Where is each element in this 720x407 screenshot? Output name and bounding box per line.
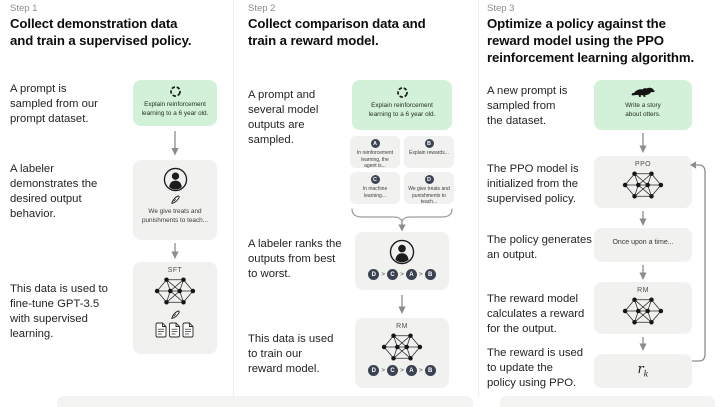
output-text: In machine learning... [362,186,388,199]
down-arrow-icon [639,337,647,351]
cutoff-card [500,396,715,407]
step2-rm-box: RM D > C > A > B [355,318,449,388]
step3-title: Optimize a policy against the reward mod… [487,16,695,65]
step2-label: Step 2 [248,3,276,14]
output-card-d: D We give treats and punishments to teac… [404,172,454,204]
greater-than: > [418,271,423,278]
greater-than: > [381,271,386,278]
output-card-a: A In reinforcement learning, the agent i… [350,136,400,168]
rank-badge: C [387,269,399,280]
sample-cycle-icon [396,86,409,99]
step1-caption-finetune: This data is used to fine-tune GPT-3.5 w… [10,283,108,341]
output-card-c: C In machine learning... [350,172,400,204]
rank-badge: B [424,365,436,376]
down-arrow-icon [171,131,179,156]
output-text: We give treats and punishments to teach.… [408,186,450,204]
step3-label: Step 3 [487,3,515,14]
brace-icon [351,208,453,222]
step1-caption-labeler: A labeler demonstrates the desired outpu… [10,163,98,221]
step3-output-box: Once upon a time... [594,228,692,262]
ranking: D > C > A > B [368,269,436,280]
pen-icon [170,309,181,320]
down-arrow-icon [639,211,647,226]
step1-title: Collect demonstration data and train a s… [10,16,192,48]
step2-caption-train: This data is used to train our reward mo… [248,333,334,376]
step2-labeler-box: D > C > A > B [355,232,449,290]
sft-model-label: SFT [167,267,183,274]
step3-reward-box: rk [594,354,692,388]
output-letter-badge: D [424,175,434,184]
output-text: In reinforcement learning, the agent is.… [356,150,394,168]
pen-icon [170,194,181,205]
step1-prompt-box: Explain reinforcement learning to a 6 ye… [133,80,217,126]
step3-caption-reward: The reward model calculates a reward for… [487,293,585,336]
reward-value: rk [637,362,649,379]
labeler-person-icon [389,239,415,265]
step1-labeler-box: We give treats and punishments to teach.… [133,160,217,240]
rm-model-label: RM [637,287,649,294]
otter-icon [631,86,655,99]
down-arrow-icon [639,133,647,153]
column-divider [233,0,234,396]
greater-than: > [381,367,386,374]
output-card-b: B Explain rewards... [404,136,454,168]
output-letter-badge: B [424,139,434,148]
ppo-model-label: PPO [635,161,651,168]
greater-than: > [400,271,404,278]
rank-badge: D [368,365,380,376]
feedback-loop-arrow [690,161,706,362]
greater-than: > [418,367,423,374]
labeler-person-icon [163,167,188,192]
greater-than: > [400,367,404,374]
rank-badge: C [387,365,399,376]
cutoff-card [57,396,473,407]
down-arrow-icon [398,295,406,314]
step3-caption-update: The reward is used to update the policy … [487,347,584,390]
step3-caption-prompt: A new prompt is sampled from the dataset… [487,85,568,128]
step1-prompt-text: Explain reinforcement learning to a 6 ye… [141,101,209,117]
step3-prompt-box: Write a story about otters. [594,80,692,130]
rank-badge: B [424,269,436,280]
rank-badge: A [405,365,417,376]
step3-rm-box: RM [594,282,692,334]
column-divider [478,0,479,396]
output-letter-badge: A [370,139,380,148]
neural-network-icon [621,169,665,201]
step3-ppo-box: PPO [594,156,692,208]
rank-badge: A [405,269,417,280]
step2-prompt-text: Explain reinforcement learning to a 6 ye… [368,102,436,118]
step2-title: Collect comparison data and train a rewa… [248,16,426,48]
step1-caption-prompt: A prompt is sampled from our prompt data… [10,83,98,126]
step1-sft-box: SFT [133,262,217,354]
documents-icon [155,322,195,338]
policy-output-text: Once upon a time... [612,239,674,246]
step3-prompt-text: Write a story about otters. [625,102,661,118]
sample-cycle-icon [169,85,182,98]
step1-label: Step 1 [10,3,38,14]
down-arrow-icon [639,265,647,280]
neural-network-icon [380,331,424,363]
step2-caption-sample: A prompt and several model outputs are s… [248,89,319,147]
step1-demo-text: We give treats and punishments to teach.… [141,208,209,224]
output-text: Explain rewards... [409,150,449,156]
step2-prompt-box: Explain reinforcement learning to a 6 ye… [352,80,452,130]
rm-model-label: RM [396,323,408,330]
neural-network-icon [621,295,665,327]
step3-caption-init: The PPO model is initialized from the su… [487,163,579,206]
step3-caption-output: The policy generates an output. [487,234,592,262]
down-arrow-icon [398,221,406,232]
output-letter-badge: C [370,175,380,184]
step2-caption-rank: A labeler ranks the outputs from best to… [248,238,342,281]
ranking: D > C > A > B [368,365,436,376]
down-arrow-icon [171,243,179,259]
rank-badge: D [368,269,380,280]
neural-network-icon [153,275,197,307]
